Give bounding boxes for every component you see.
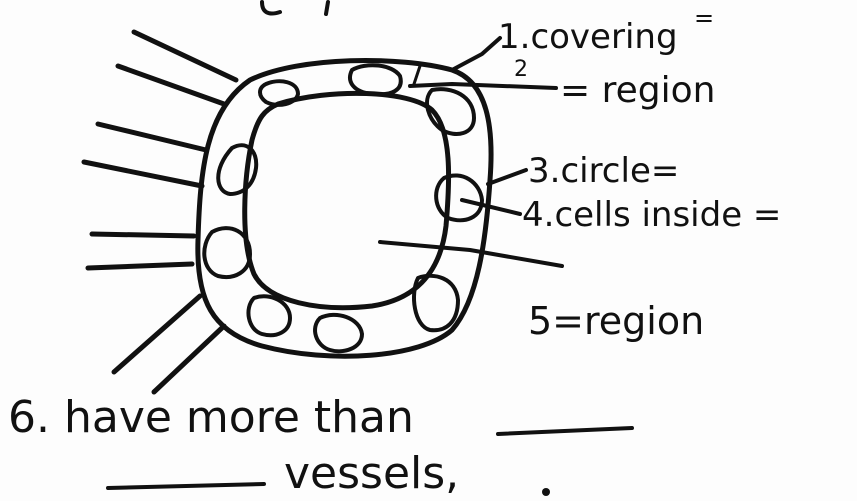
cell	[436, 175, 482, 220]
question-6-line-2: vessels,	[284, 448, 459, 499]
label-region-5: 5=region	[528, 299, 704, 343]
question-6-line-1: 6. have more than	[8, 392, 414, 443]
label-covering-equals: =	[694, 4, 714, 32]
root-hair	[118, 66, 224, 104]
label-cells-inside: 4.cells inside =	[522, 195, 781, 235]
root-hair	[88, 264, 192, 268]
label-region: = region	[560, 70, 715, 111]
pointer-tick-2	[414, 66, 420, 84]
root-hair	[84, 162, 202, 186]
pointer-line-4	[462, 200, 520, 214]
pointer-line-3	[488, 170, 526, 184]
root-hair	[134, 32, 236, 80]
inner-circle	[245, 93, 449, 307]
cell	[350, 65, 401, 94]
pointer-line-2	[410, 84, 556, 88]
pointer-line-1	[452, 38, 500, 70]
label-covering: 1.covering	[498, 17, 678, 57]
root-hair	[98, 124, 206, 150]
cell	[248, 296, 290, 335]
ink-dot	[542, 488, 550, 496]
top-cut-stroke	[262, 2, 280, 14]
answer-blank-1	[498, 428, 632, 434]
root-hair	[154, 326, 224, 392]
cell	[204, 228, 250, 277]
answer-blank-2	[108, 484, 264, 488]
label-circle: 3.circle=	[528, 151, 679, 191]
cell	[315, 315, 362, 351]
label-region-number: 2	[514, 57, 528, 82]
top-cut-stroke-2	[326, 2, 328, 14]
pointer-line-5	[380, 242, 562, 266]
root-hair	[92, 234, 194, 236]
root-hairs	[84, 32, 236, 392]
